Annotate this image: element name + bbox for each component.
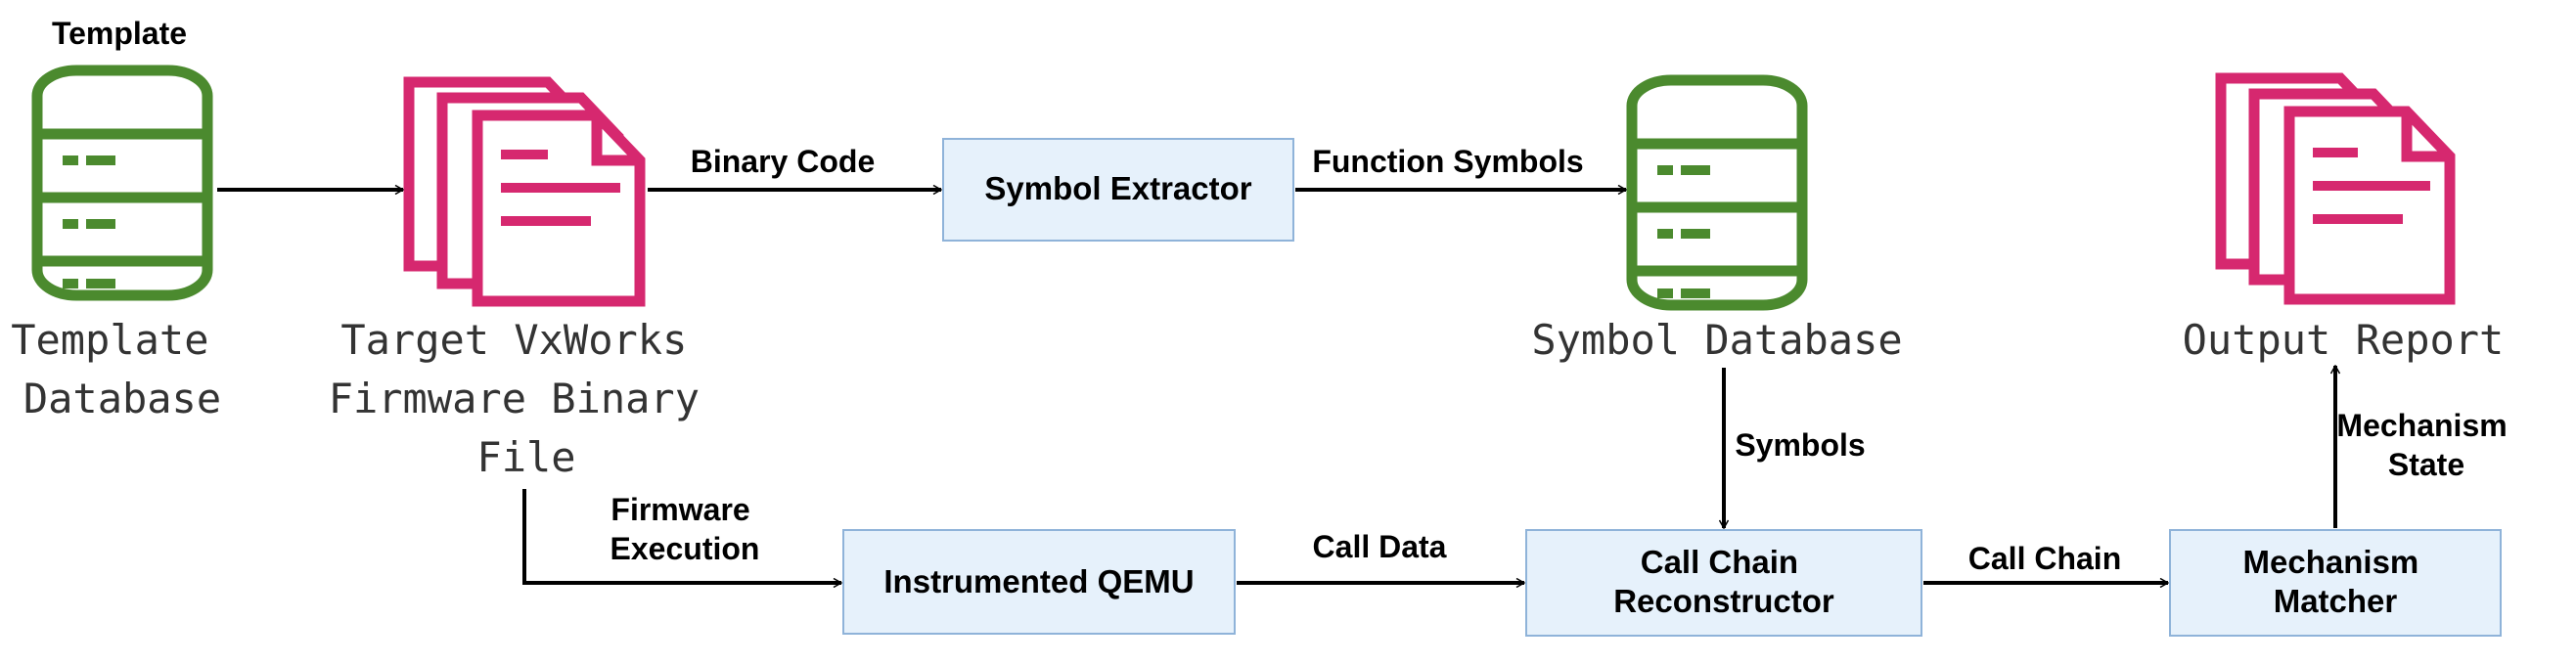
output-report-icon: [2215, 72, 2456, 305]
edge-label-mechanism-state: Mechanism State: [2336, 408, 2515, 482]
edge-label-symbols: Symbols: [1735, 427, 1865, 463]
document-stack-icon: [403, 76, 646, 307]
target-firmware-label: Target VxWorks Firmware Binary File: [329, 316, 725, 481]
call-chain-reconstructor-box: Call Chain Reconstructor: [1525, 529, 1922, 637]
symbol-database-label: Symbol Database: [1531, 316, 1902, 364]
template-database-icon: [31, 65, 213, 301]
arrow-firmware-execution: [522, 489, 841, 583]
edge-label-binary-code: Binary Code: [691, 144, 875, 179]
svg-text:Mechanism Matcher: Mechanism Matcher: [2243, 544, 2428, 619]
svg-text:Symbol Extractor: Symbol Extractor: [984, 170, 1251, 206]
edge-label-call-chain: Call Chain: [1968, 541, 2121, 576]
output-report-label: Output Report: [2183, 316, 2505, 364]
template-heading: Template: [52, 16, 187, 51]
template-database-label: Template Database: [11, 316, 234, 422]
svg-text:Instrumented QEMU: Instrumented QEMU: [883, 563, 1194, 599]
edge-label-firmware-execution: Firmware Execution: [610, 492, 760, 566]
mechanism-matcher-box: Mechanism Matcher: [2169, 529, 2502, 637]
edge-label-call-data: Call Data: [1313, 529, 1447, 564]
svg-text:Call Chain Reconstructor: Call Chain Reconstructor: [1613, 544, 1834, 619]
symbol-database-icon: [1626, 74, 1808, 311]
edge-label-function-symbols: Function Symbols: [1312, 144, 1583, 179]
instrumented-qemu-box: Instrumented QEMU: [842, 529, 1236, 635]
symbol-extractor-box: Symbol Extractor: [942, 138, 1294, 242]
